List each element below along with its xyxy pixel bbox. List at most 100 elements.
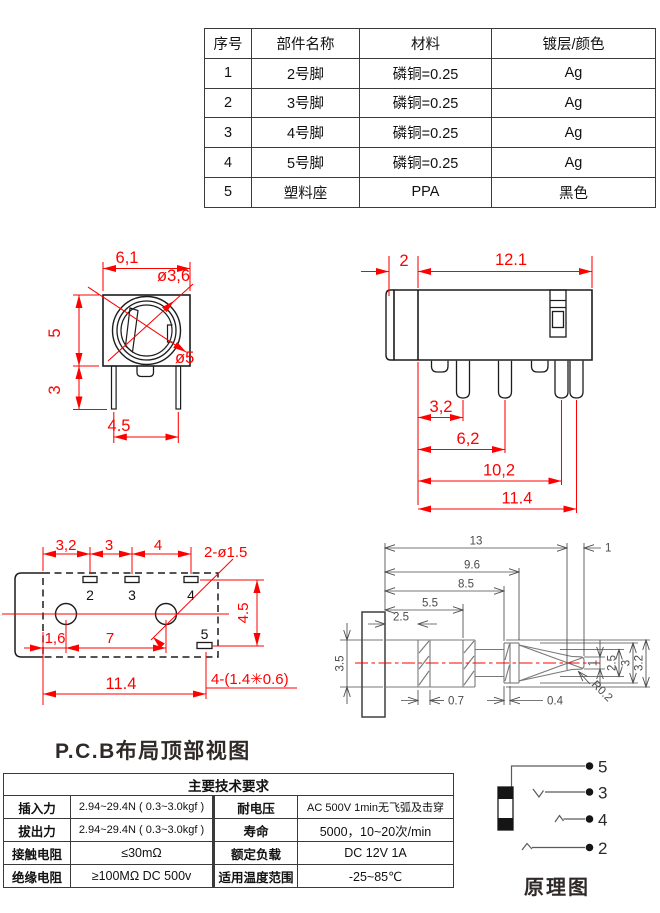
table-cell: 4 (204, 147, 252, 178)
table-cell: ≥100MΩ DC 500v (70, 864, 214, 888)
table-cell: 接触电阻 (3, 841, 71, 865)
dim-plug-d32: 3.2 (634, 655, 646, 671)
table-cell: Ag (491, 147, 656, 178)
dim-plug-d25: 2.5 (607, 655, 619, 671)
side-view-dim-lines (361, 256, 593, 513)
pad-label-5: 5 (201, 626, 209, 642)
table-cell: 4号脚 (251, 117, 360, 149)
table-cell: 适用温度范围 (212, 864, 298, 888)
table-cell: Ag (491, 87, 656, 119)
front-view-dim-lines (73, 262, 194, 443)
table-row: 拔出力 2.94~29.4N ( 0.3~3.0kgf ) 寿命 5000，10… (3, 818, 454, 842)
table-cell: 2 (204, 87, 252, 119)
dim-front-width: 6,1 (116, 249, 139, 267)
dim-pad-b: 3 (105, 537, 113, 554)
schematic-wires (510, 765, 585, 851)
schematic-pin-5: 5 (598, 758, 607, 777)
table-cell: PPA (359, 176, 492, 208)
dim-holes: 2-ø1.5 (204, 544, 247, 561)
table-row: 1 2号脚 磷铜=0.25 Ag (204, 57, 656, 89)
dim-plug-dia35: 3.5 (335, 656, 347, 672)
table-cell: 磷铜=0.25 (359, 57, 492, 89)
table-cell: 1 (204, 57, 252, 89)
dim-pad-c: 4 (154, 537, 162, 554)
table-cell: 黑色 (491, 176, 656, 208)
table-cell: AC 500V 1min无飞弧及击穿 (297, 795, 454, 819)
table-cell: 绝缘电阻 (3, 864, 71, 888)
plug-drawing: 13 1 9.6 8.5 5.5 2.5 3.5 0.7 0.4 R0.2 1 … (335, 536, 650, 718)
dim-front-depth: 2 (399, 252, 408, 270)
parts-header-row: 序号 部件名称 材料 镀层/颜色 (204, 28, 656, 59)
dim-tip-diameter: ø3,6 (157, 267, 190, 285)
dim-sleeve-diameter: ø5 (175, 349, 194, 367)
table-cell: 5 (204, 176, 252, 208)
dim-plug-d1: 1 (588, 660, 600, 666)
dim-plug-85: 8.5 (458, 579, 474, 591)
terminal-dots (585, 762, 594, 852)
table-cell: 拔出力 (3, 818, 71, 842)
table-cell: ≤30mΩ (70, 841, 214, 865)
side-view-outline (385, 289, 593, 399)
tech-table-title: 主要技术要求 (3, 773, 454, 796)
pad-label-2: 2 (86, 587, 94, 603)
parts-header-name: 部件名称 (251, 28, 360, 59)
table-cell: 5号脚 (251, 147, 360, 178)
pad-label-3: 3 (128, 587, 136, 603)
dim-plug-d3: 3 (621, 660, 633, 666)
pcb-caption: P.C.B布局顶部视图 (55, 740, 251, 763)
dim-pin4-offset: 11.4 (502, 490, 533, 508)
dim-pin1-offset: 3,2 (430, 398, 453, 416)
pcb-layout-drawing: 2 3 4 5 3,2 3 4 2-ø1.5 4.5 1,6 7 11.4 4-… (2, 537, 297, 705)
table-cell: DC 12V 1A (297, 841, 454, 865)
dim-pin-span: 4.5 (108, 417, 131, 435)
table-row: 绝缘电阻 ≥100MΩ DC 500v 适用温度范围 -25~85℃ (3, 864, 454, 888)
table-cell: 磷铜=0.25 (359, 117, 492, 149)
dim-plug-55: 5.5 (422, 598, 438, 610)
dim-plug-04: 0.4 (547, 696, 564, 708)
table-row: 3 4号脚 磷铜=0.25 Ag (204, 117, 656, 149)
schematic-caption: 原理图 (524, 877, 590, 899)
sleeve-symbol-bottom (498, 818, 513, 830)
side-view-drawing: 2 12.1 3,2 6,2 10,2 11.4 (361, 251, 593, 513)
parts-header-plating: 镀层/颜色 (491, 28, 656, 59)
table-row: 接触电阻 ≤30mΩ 额定负载 DC 12V 1A (3, 841, 454, 865)
plug-outline (361, 611, 585, 718)
plug-dim-lines (340, 543, 650, 705)
table-row: 5 塑料座 PPA 黑色 (204, 176, 656, 208)
schematic-drawing: 5 3 4 2 (497, 758, 607, 858)
dim-plug-tip-len: 1 (605, 543, 611, 555)
pcb-dim-lines (2, 547, 297, 705)
dim-plug-radius: R0.2 (589, 679, 615, 705)
front-view-drawing: 6,1 ø3,6 ø5 5 3 4.5 (46, 249, 194, 443)
table-cell: Ag (491, 117, 656, 149)
table-cell: 耐电压 (212, 795, 298, 819)
table-cell: 额定负载 (212, 841, 298, 865)
front-view-outline (102, 294, 191, 410)
dim-plug-07: 0.7 (448, 696, 464, 708)
parts-header-material: 材料 (359, 28, 492, 59)
table-cell: 3 (204, 117, 252, 149)
table-cell: 5000，10~20次/min (297, 818, 454, 842)
table-row: 插入力 2.94~29.4N ( 0.3~3.0kgf ) 耐电压 AC 500… (3, 795, 454, 819)
dim-pad-size: 4-(1.4✳0.6) (211, 671, 289, 688)
schematic-pin-2: 2 (598, 839, 607, 858)
dim-plug-13: 13 (470, 536, 483, 548)
dim-body-length: 12.1 (495, 251, 527, 269)
table-cell: 2号脚 (251, 57, 360, 89)
parts-header-no: 序号 (204, 28, 252, 59)
table-cell: -25~85℃ (297, 864, 454, 888)
table-cell: 塑料座 (251, 176, 360, 208)
table-cell: 寿命 (212, 818, 298, 842)
dim-plug-96: 9.6 (464, 560, 480, 572)
table-cell: 磷铜=0.25 (359, 87, 492, 119)
table-row: 4 5号脚 磷铜=0.25 Ag (204, 147, 656, 178)
leader-arrowhead (161, 301, 174, 313)
table-row: 2 3号脚 磷铜=0.25 Ag (204, 87, 656, 119)
tech-requirements-table: 主要技术要求 插入力 2.94~29.4N ( 0.3~3.0kgf ) 耐电压… (3, 773, 454, 888)
table-cell: 插入力 (3, 795, 71, 819)
leader-arrowhead (153, 637, 165, 649)
sleeve-symbol-top (498, 787, 513, 799)
dim-total-length: 11.4 (106, 675, 137, 693)
dim-pin2-offset: 6,2 (457, 430, 480, 448)
